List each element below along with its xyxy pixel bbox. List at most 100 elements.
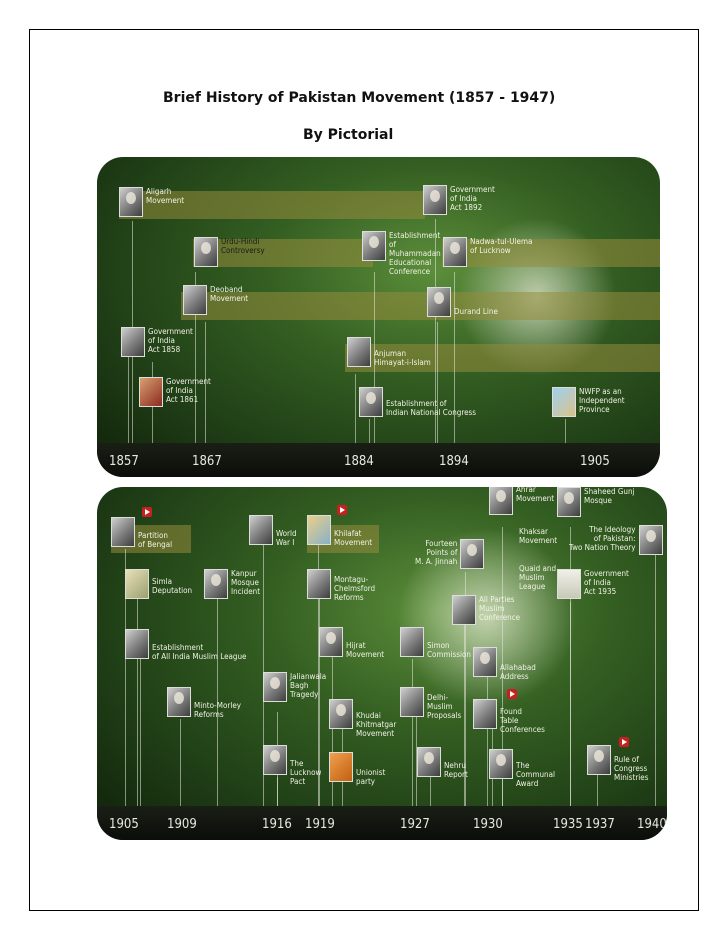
timeline-stem [464, 622, 465, 807]
event-kanpur-mosque-incident[interactable]: Kanpur Mosque Incident [204, 569, 260, 599]
event-unionist-party[interactable]: Unionist party [329, 752, 385, 786]
portrait-photo-icon [587, 745, 611, 775]
event-world-war-i[interactable]: World War I [249, 515, 297, 547]
war-photo-icon [249, 515, 273, 545]
event-band [193, 239, 373, 267]
event-label: Anjuman Himayat-i-Islam [374, 349, 431, 367]
event-all-india-muslim-league[interactable]: Establishment of All India Muslim League [125, 629, 246, 661]
event-band [345, 344, 660, 372]
event-khudai-khitmatgar-movement[interactable]: Khudai Khitmatgar Movement [329, 699, 396, 738]
timeline-stem [597, 772, 598, 807]
portrait-photo-icon [427, 287, 451, 317]
event-label: Khaksar Movement [519, 527, 558, 545]
event-quaid-and-muslim-league[interactable]: Quaid and Muslim League [519, 564, 556, 591]
event-shaheed-gunj-mosque[interactable]: Shaheed Gunj Mosque [557, 487, 635, 517]
event-government-of-india-act-1858[interactable]: Government of India Act 1858 [121, 327, 193, 357]
event-aligarh-movement[interactable]: Aligarh Movement [119, 187, 184, 217]
event-khilafat-movement[interactable]: Khilafat Movement [307, 515, 372, 547]
building-photo-icon [139, 377, 163, 407]
event-partition-of-bengal[interactable]: Partition of Bengal [111, 517, 172, 549]
event-fourteen-points[interactable]: Fourteen Points of M. A. Jinnah [415, 539, 485, 569]
event-montagu-chelmsford-reforms[interactable]: Montagu- Chelmsford Reforms [307, 569, 375, 602]
timeline-stem [465, 572, 466, 807]
event-hijrat-movement[interactable]: Hijrat Movement [319, 627, 384, 659]
event-simon-commission[interactable]: Simon Commission [400, 627, 471, 659]
event-government-of-india-act-1861[interactable]: Government of India Act 1861 [139, 377, 211, 407]
event-government-of-india-act-1935[interactable]: Government of India Act 1935 [557, 569, 629, 599]
event-label: NWFP as an Independent Province [579, 387, 625, 414]
portrait-photo-icon [362, 231, 386, 261]
video-play-icon[interactable] [337, 505, 347, 515]
event-nadwa-tul-ulema[interactable]: Nadwa-tul-Ulema of Lucknow [443, 237, 532, 267]
event-band [181, 292, 660, 320]
event-lucknow-pact[interactable]: The Lucknow Pact [263, 745, 321, 786]
portrait-photo-icon [263, 672, 287, 702]
event-nehru-report[interactable]: Nehru Report [417, 747, 468, 779]
portrait-photo-icon [473, 647, 497, 677]
event-round-table-conferences[interactable]: Found Table Conferences [473, 699, 545, 734]
event-label: Simla Deputation [152, 577, 193, 595]
event-delhi-muslim-proposals[interactable]: Delhi- Muslim Proposals [400, 687, 461, 720]
event-simla-deputation[interactable]: Simla Deputation [125, 569, 192, 599]
event-jalianwala-bagh-tragedy[interactable]: Jalianwala Bagh Tragedy [263, 672, 326, 702]
event-rule-of-congress-ministries[interactable]: Rule of Congress Ministries [587, 745, 648, 782]
event-label: Urdu-Hindi Controversy [221, 237, 265, 255]
event-two-nation-theory[interactable]: The Ideology of Pakistan: Two Nation The… [569, 525, 663, 555]
timeline-stem [412, 659, 413, 807]
timeline-stem [487, 677, 488, 807]
portrait-photo-icon [489, 749, 513, 779]
year-label: 1884 [344, 454, 374, 469]
timeline-stem [435, 219, 436, 443]
year-label: 1935 [553, 817, 583, 832]
timeline-stem [137, 592, 138, 807]
event-khaksar-movement[interactable]: Khaksar Movement [519, 527, 557, 545]
event-minto-morley-reforms[interactable]: Minto-Morley Reforms [167, 687, 241, 719]
event-label: Minto-Morley Reforms [194, 701, 241, 719]
event-label: Ahrar Movement [516, 487, 555, 503]
event-durand-line[interactable]: Durand Line [427, 287, 498, 317]
map-photo-icon [111, 517, 135, 547]
portrait-photo-icon [204, 569, 228, 599]
event-band [442, 239, 660, 267]
event-deoband-movement[interactable]: Deoband Movement [183, 285, 248, 315]
event-label: Government of India Act 1892 [450, 185, 495, 212]
event-label: Rule of Congress Ministries [614, 755, 649, 782]
timeline-panel-1857-1905: Aligarh Movement Government of India Act… [97, 157, 660, 477]
timeline-stem [565, 419, 566, 443]
event-indian-national-congress[interactable]: Establishment of Indian National Congres… [359, 387, 476, 417]
timeline-stem [437, 322, 438, 443]
year-label: 1857 [109, 454, 139, 469]
video-play-icon[interactable] [619, 737, 629, 747]
event-label: Government of India Act 1935 [584, 569, 629, 596]
event-nwfp-independent-province[interactable]: NWFP as an Independent Province [552, 387, 625, 417]
event-allahabad-address[interactable]: Allahabad Address [473, 647, 536, 681]
event-government-of-india-act-1892[interactable]: Government of India Act 1892 [423, 185, 495, 215]
timeline-stem [355, 374, 356, 443]
event-label: Jalianwala Bagh Tragedy [290, 672, 327, 699]
timeline-stem [502, 527, 503, 807]
timeline-stem [318, 545, 319, 807]
event-label: Establishment of Indian National Congres… [386, 399, 477, 417]
timeline-stem [430, 777, 431, 807]
timeline-stem [655, 547, 656, 807]
timeline-stem [319, 599, 320, 807]
group-photo-icon [400, 687, 424, 717]
portrait-photo-icon [194, 237, 218, 267]
event-label: Montagu- Chelmsford Reforms [334, 575, 376, 602]
event-label: The Ideology of Pakistan: Two Nation The… [569, 525, 636, 552]
event-all-parties-muslim-conference[interactable]: All Parties Muslim Conference [452, 595, 520, 625]
year-label: 1916 [262, 817, 292, 832]
event-muhammadan-educational-conference[interactable]: Establishment of Muhammadan Educational … [362, 231, 441, 276]
group-photo-icon [121, 327, 145, 357]
event-label: All Parties Muslim Conference [479, 595, 521, 622]
event-label: Khilafat Movement [334, 529, 373, 547]
year-label: 1909 [167, 817, 197, 832]
event-ahrar-movement[interactable]: Ahrar Movement [489, 487, 554, 515]
event-label: Deoband Movement [210, 285, 249, 303]
video-play-icon[interactable] [507, 689, 517, 699]
event-anjuman-himayat-i-islam[interactable]: Anjuman Himayat-i-Islam [347, 337, 431, 367]
event-urdu-hindi-controversy[interactable]: Urdu-Hindi Controversy [194, 237, 265, 267]
event-communal-award[interactable]: The Communal Award [489, 749, 555, 788]
video-play-icon[interactable] [142, 507, 152, 517]
event-label: The Lucknow Pact [290, 759, 322, 786]
